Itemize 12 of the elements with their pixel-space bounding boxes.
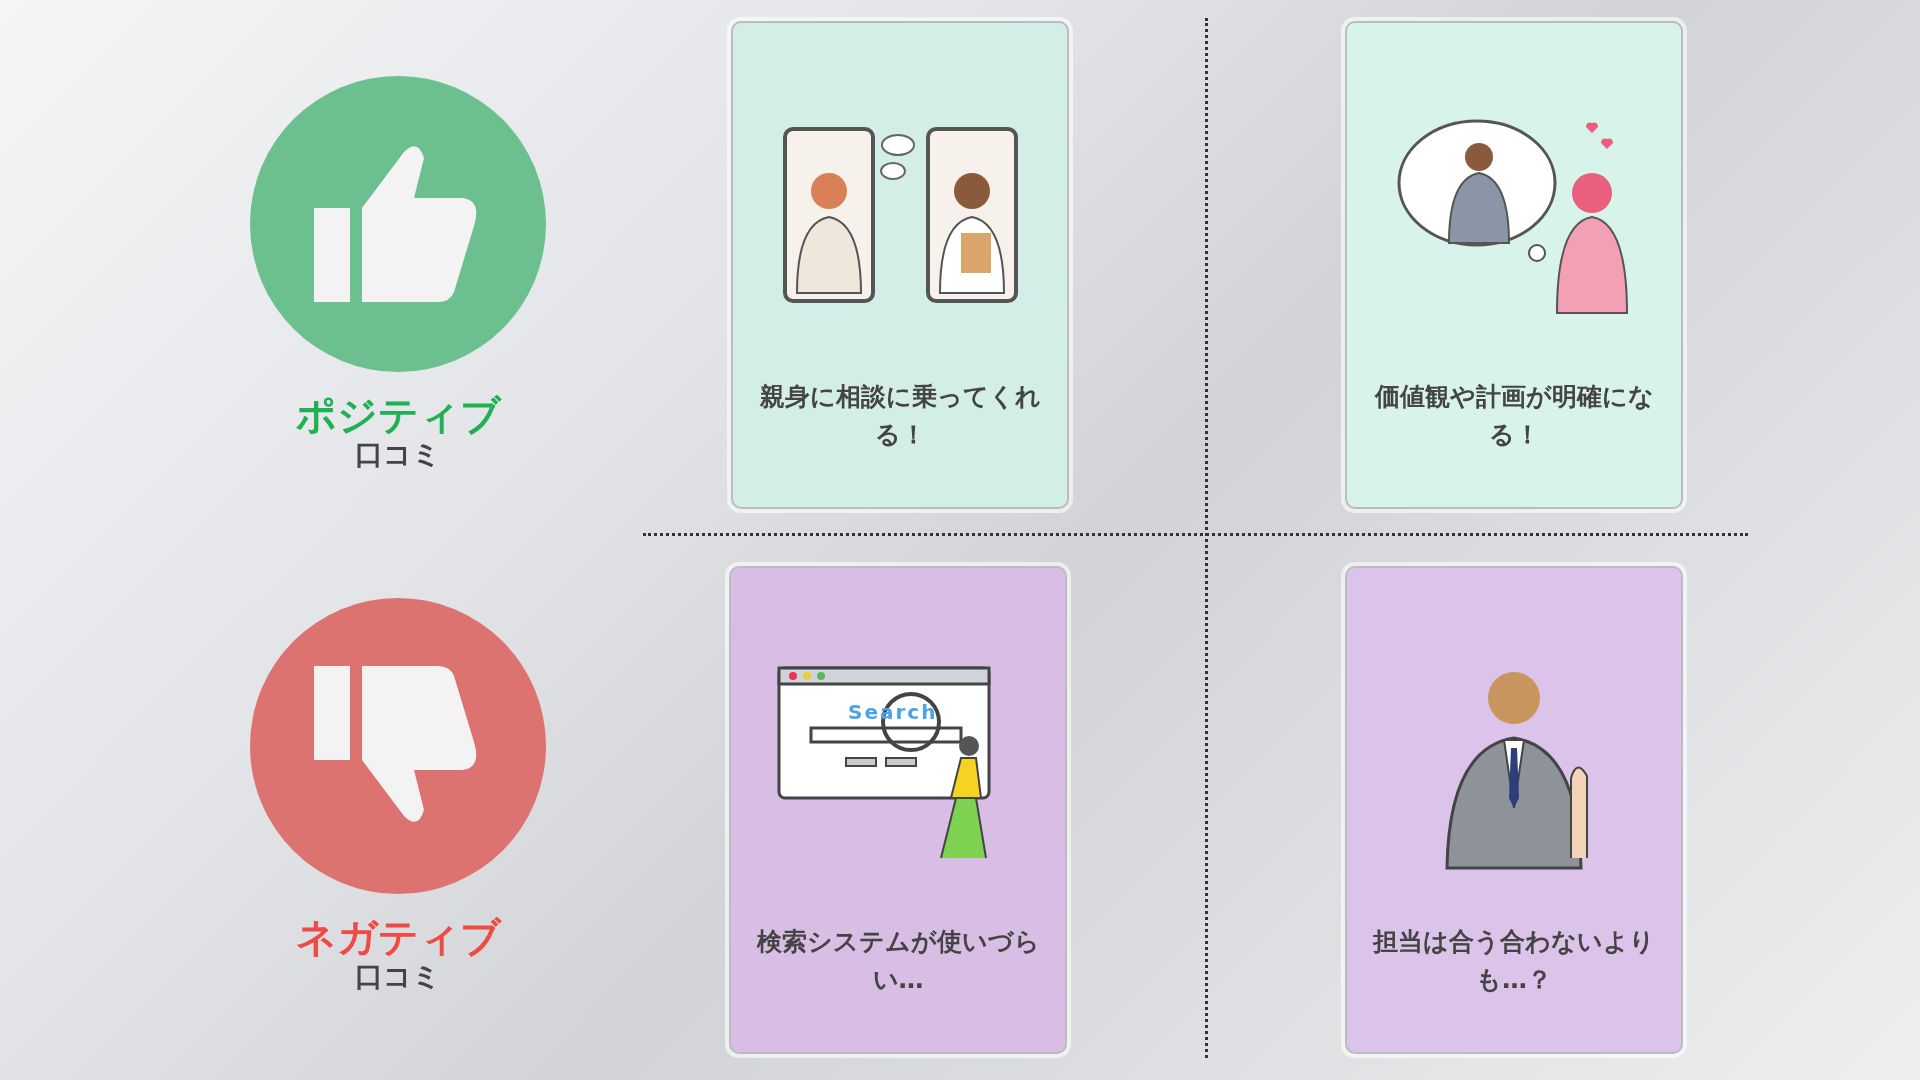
card-text: 担当は合う合わないよりも…？ xyxy=(1371,926,1656,996)
card-text: 検索システムが使いづらい… xyxy=(755,926,1041,996)
heading: ポジティブ xyxy=(294,391,503,440)
card-text: 価値観や計画が明確になる！ xyxy=(1373,381,1655,451)
subheading: 口コミ xyxy=(354,437,442,473)
card xyxy=(729,566,1067,1054)
card xyxy=(1345,566,1683,1054)
card xyxy=(731,21,1069,509)
card-text: 親身に相談に乗ってくれる！ xyxy=(758,381,1042,451)
heading: ネガティブ xyxy=(294,913,503,962)
subheading: 口コミ xyxy=(354,959,442,995)
card xyxy=(1345,21,1683,509)
